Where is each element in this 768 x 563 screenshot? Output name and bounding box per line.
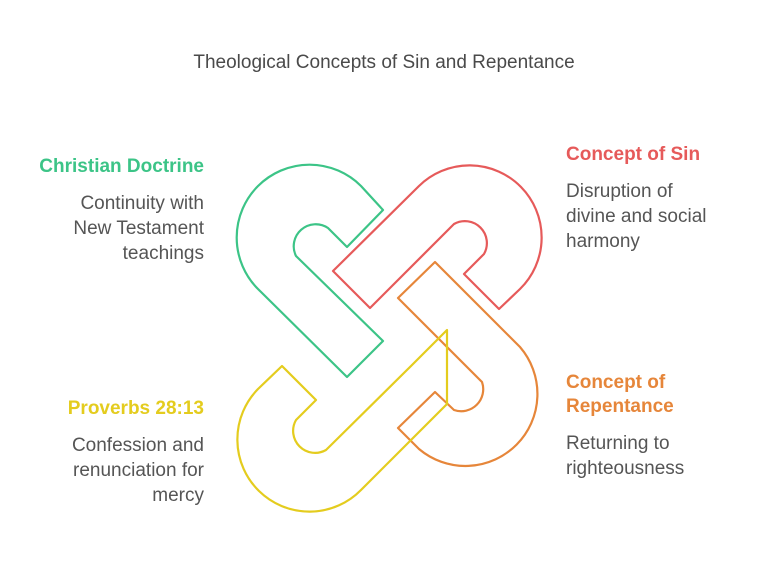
diagram-title: Theological Concepts of Sin and Repentan… [193,52,575,73]
christian-doctrine-heading: Christian Doctrine [39,156,204,177]
green-link-shape [235,163,385,379]
concept-of-repentance-block: Concept of Repentance Returning to right… [566,371,756,481]
concept-of-sin-description: Disruption of divine and social harmony [566,179,756,254]
description-line: mercy [152,485,204,506]
description-line: renunciation for [73,460,204,481]
concept-of-sin-block: Concept of Sin Disruption of divine and … [566,143,756,254]
heading-line: Repentance [566,396,674,417]
christian-doctrine-block: Christian Doctrine Continuity with New T… [20,155,204,266]
red-link-shape [331,164,543,311]
christian-doctrine-description: Continuity with New Testament teachings [20,191,204,266]
heading-line: Concept of [566,372,666,393]
description-line: harmony [566,231,640,252]
orange-link-shape [396,260,539,468]
description-line: Returning to [566,433,670,454]
description-line: teachings [122,243,204,264]
yellow-link-shape [236,328,449,513]
proverbs-heading: Proverbs 28:13 [67,398,204,419]
concept-of-sin-heading: Concept of Sin [566,144,701,165]
description-line: Continuity with [80,193,204,214]
description-line: Confession and [71,435,204,456]
description-line: New Testament [73,218,204,239]
proverbs-block: Proverbs 28:13 Confession and renunciati… [20,397,204,508]
description-line: Disruption of [566,181,673,202]
concept-of-repentance-description: Returning to righteousness [566,431,756,481]
concept-of-repentance-heading: Concept of Repentance [566,371,756,419]
proverbs-description: Confession and renunciation for mercy [20,433,204,508]
description-line: righteousness [566,458,685,479]
description-line: divine and social [566,206,707,227]
